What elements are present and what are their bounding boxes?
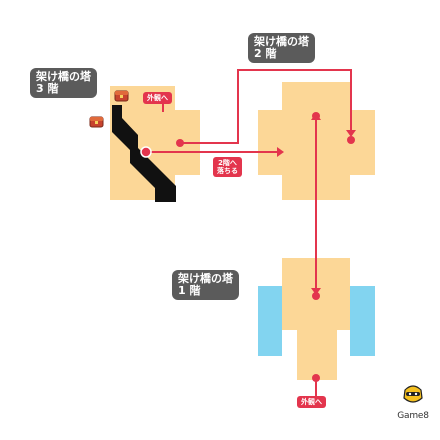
pit-hole bbox=[112, 105, 176, 202]
floor-3f-level: 3 階 bbox=[36, 82, 59, 95]
exit-label-1f: 外観へ bbox=[297, 396, 326, 408]
drop-label-line2: 落ちる bbox=[217, 167, 238, 175]
point-3f-east bbox=[176, 139, 184, 147]
route-points bbox=[140, 112, 355, 382]
point-1f-center bbox=[312, 292, 320, 300]
floor-label-2f: 架け橋の塔 2 階 bbox=[248, 33, 315, 63]
arrow-down-2f bbox=[346, 130, 356, 137]
treasure-chest-icon bbox=[114, 90, 129, 102]
drop-label-line1: 2階へ bbox=[218, 159, 237, 167]
floor-3f-area bbox=[110, 86, 200, 202]
floor-1f-area bbox=[258, 258, 375, 380]
floor-label-1f: 架け橋の塔 1 階 bbox=[172, 270, 239, 300]
floor-1f-level: 1 階 bbox=[178, 284, 201, 297]
exit-label-3f: 外観へ bbox=[143, 92, 172, 104]
water-right bbox=[350, 286, 375, 356]
arrow-right-2f bbox=[277, 147, 284, 157]
point-3f-drop bbox=[140, 146, 152, 158]
floor-label-3f: 架け橋の塔 3 階 bbox=[30, 68, 97, 98]
exit-label-3f-text: 外観へ bbox=[147, 94, 168, 102]
point-2f-center bbox=[312, 112, 320, 120]
floor-1f-name: 架け橋の塔 bbox=[178, 272, 233, 285]
route-3f-to-2f bbox=[180, 69, 352, 144]
floor-3f-name: 架け橋の塔 bbox=[36, 70, 91, 83]
arrow-down-1f bbox=[311, 288, 321, 295]
water-left bbox=[258, 286, 282, 356]
point-2f-east bbox=[347, 136, 355, 144]
treasure-chest-icon bbox=[89, 116, 104, 128]
drop-label: 2階へ 落ちる bbox=[213, 157, 242, 177]
floor-2f-name: 架け橋の塔 bbox=[254, 35, 309, 48]
game8-logo-text: Game8 bbox=[397, 411, 429, 421]
game8-logo: Game8 bbox=[390, 384, 436, 421]
point-1f-exit bbox=[312, 374, 320, 382]
floor-2f-level: 2 階 bbox=[254, 47, 277, 60]
game8-logo-icon bbox=[403, 385, 423, 403]
exit-label-1f-text: 外観へ bbox=[301, 398, 322, 406]
